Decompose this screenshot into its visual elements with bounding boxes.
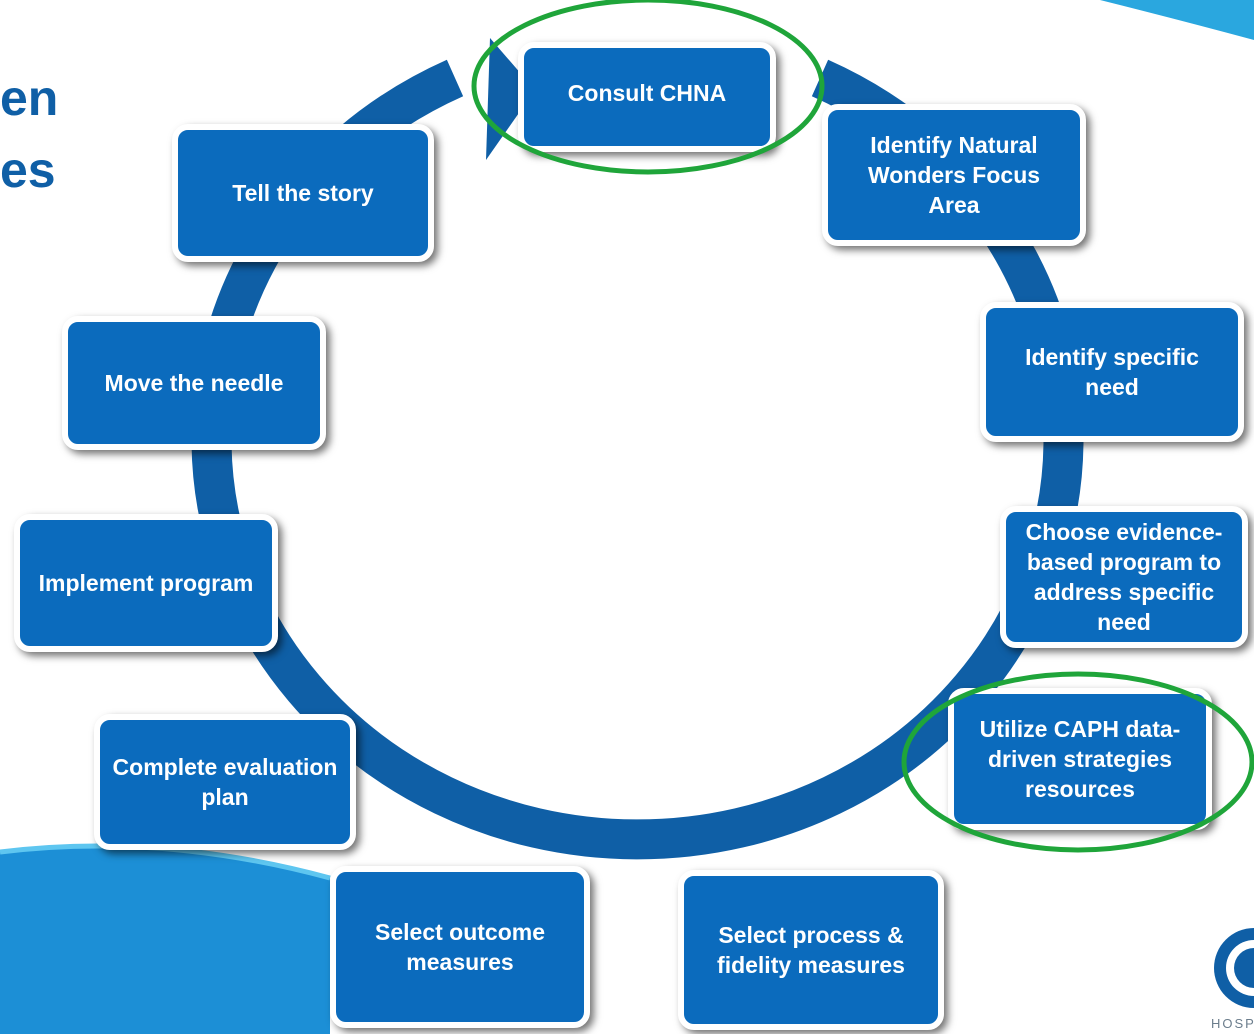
- step-choose-program: Choose evidence-based program to address…: [1000, 506, 1248, 648]
- step-consult-chna: Consult CHNA: [518, 42, 776, 152]
- step-select-outcome-measures: Select outcome measures: [330, 866, 590, 1028]
- logo-icon: [1214, 928, 1254, 1008]
- step-identify-specific-need: Identify specific need: [980, 302, 1244, 442]
- step-complete-evaluation-plan: Complete evaluation plan: [94, 714, 356, 850]
- title-line-1: en: [0, 70, 59, 126]
- step-select-process-measures: Select process & fidelity measures: [678, 870, 944, 1030]
- step-tell-the-story: Tell the story: [172, 124, 434, 262]
- step-utilize-caph-resources: Utilize CAPH data-driven strategies reso…: [948, 688, 1212, 830]
- step-move-the-needle: Move the needle: [62, 316, 326, 450]
- title-line-2: es: [0, 142, 56, 198]
- background-swoosh: [0, 845, 330, 1034]
- step-implement-program: Implement program: [14, 514, 278, 652]
- step-identify-focus-area: Identify Natural Wonders Focus Area: [822, 104, 1086, 246]
- page-title: en es: [0, 62, 58, 206]
- corner-accent: [1100, 0, 1254, 40]
- logo-text: HOSP: [1211, 1016, 1254, 1031]
